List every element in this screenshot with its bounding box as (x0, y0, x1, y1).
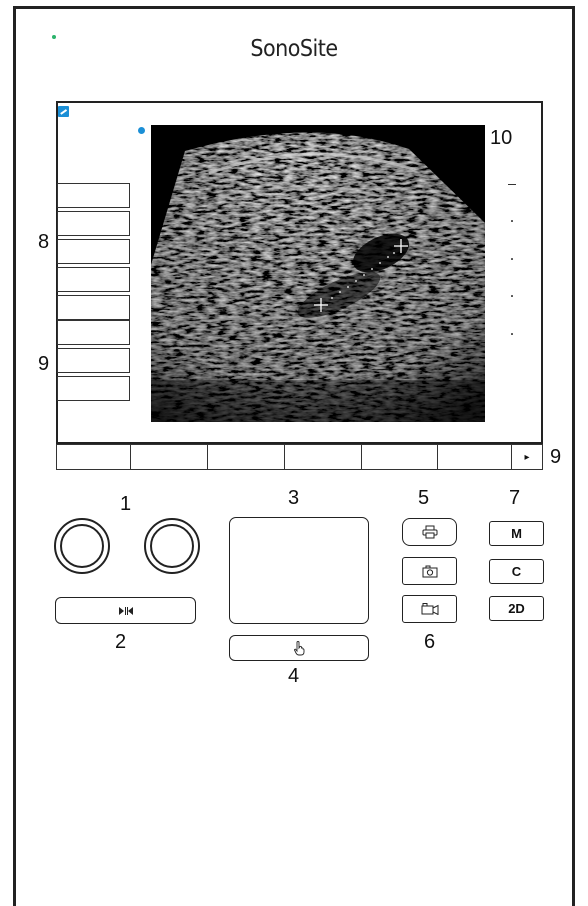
callout-8: 8 (38, 232, 49, 252)
hand-pointer-icon (293, 641, 305, 656)
m-mode-button[interactable]: M (489, 521, 544, 546)
side-control-8[interactable] (57, 376, 130, 401)
wifi-icon (58, 106, 69, 117)
callout-1: 1 (120, 494, 131, 514)
side-control-6[interactable] (57, 320, 130, 345)
video-camera-icon (421, 603, 439, 615)
callout-4: 4 (288, 666, 299, 686)
side-control-1[interactable] (57, 183, 130, 208)
callout-6: 6 (424, 632, 435, 652)
ultrasound-image (151, 125, 485, 422)
side-control-5[interactable] (57, 295, 130, 320)
softkey-1[interactable] (56, 444, 132, 470)
freeze-icon (119, 607, 133, 615)
side-control-2[interactable] (57, 211, 130, 236)
side-control-4[interactable] (57, 267, 130, 292)
orientation-marker (138, 127, 145, 134)
camera-icon (422, 565, 438, 578)
select-button[interactable] (229, 635, 369, 661)
gain-knob-right[interactable] (144, 518, 200, 574)
callout-10: 10 (490, 128, 512, 148)
2d-mode-button[interactable]: 2D (489, 596, 544, 621)
callout-2: 2 (115, 632, 126, 652)
side-control-3[interactable] (57, 239, 130, 264)
brand-logo: SonoSite (0, 36, 588, 62)
side-control-7[interactable] (57, 348, 130, 373)
softkey-2[interactable] (130, 444, 209, 470)
softkey-4[interactable] (284, 444, 363, 470)
callout-9-left: 9 (38, 354, 49, 374)
triangle-right-icon: ▸ (524, 452, 529, 463)
callout-5: 5 (418, 488, 429, 508)
touchpad[interactable] (229, 517, 369, 624)
save-clip-button[interactable] (402, 595, 457, 623)
printer-icon (422, 525, 438, 539)
softkey-5[interactable] (361, 444, 439, 470)
save-image-button[interactable] (402, 557, 457, 585)
print-button[interactable] (402, 518, 457, 546)
softkey-6[interactable] (437, 444, 513, 470)
softkey-more-button[interactable]: ▸ (511, 444, 543, 470)
callout-3: 3 (288, 488, 299, 508)
color-mode-button[interactable]: C (489, 559, 544, 584)
gain-knob-left[interactable] (54, 518, 110, 574)
callout-7: 7 (509, 488, 520, 508)
softkey-3[interactable] (207, 444, 286, 470)
depth-scale (508, 176, 518, 346)
callout-9-right: 9 (550, 447, 561, 467)
freeze-button[interactable] (55, 597, 196, 624)
